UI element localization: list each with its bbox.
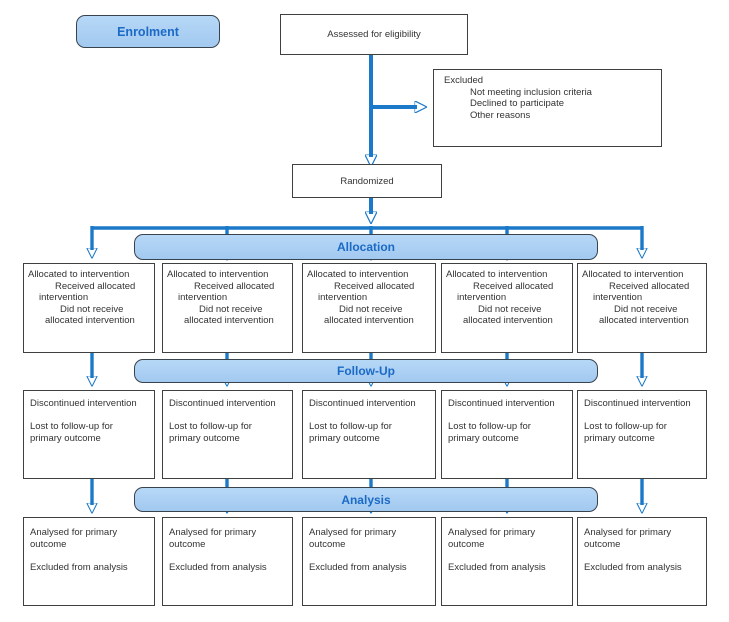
- followup-box-line: primary outcome: [584, 432, 655, 444]
- allocation-box-line: Allocated to intervention: [28, 269, 130, 280]
- analysis-stage-banner: Analysis: [134, 487, 598, 512]
- allocation-box-line: intervention: [318, 292, 368, 303]
- excluded-reason: Declined to participate: [470, 98, 564, 109]
- randomized-box: Randomized: [292, 164, 442, 198]
- followup-box-line: [24, 410, 154, 422]
- followup-box-line: Discontinued intervention: [584, 398, 691, 409]
- analysis-box-line: outcome: [584, 538, 621, 550]
- followup-box-line: [442, 410, 572, 422]
- followup-box-line: Discontinued intervention: [309, 398, 416, 409]
- analysis-box-line: [24, 550, 154, 562]
- followup-box-line: Lost to follow-up for: [584, 421, 667, 432]
- followup-box-line: primary outcome: [448, 432, 519, 444]
- analysis-box-line: Analysed for primary: [309, 527, 397, 538]
- allocation-box-line: allocated intervention: [324, 315, 414, 326]
- allocation-box-line: Received allocated: [334, 280, 415, 292]
- allocation-box-line: allocated intervention: [599, 315, 689, 326]
- followup-banner-label: Follow-Up: [337, 364, 395, 378]
- analysis-box-line: outcome: [309, 538, 346, 550]
- analysis-box-line: Excluded from analysis: [30, 561, 128, 573]
- allocation-box-line: Allocated to intervention: [582, 269, 684, 280]
- followup-box-line: [303, 410, 435, 422]
- allocation-box-line: Allocated to intervention: [167, 269, 269, 280]
- allocation-box-line: Did not receive: [60, 303, 124, 315]
- analysis-box-line: outcome: [169, 538, 206, 550]
- allocation-box-line: intervention: [593, 292, 643, 303]
- allocation-box-line: Allocated to intervention: [307, 269, 409, 280]
- allocation-box-line: allocated intervention: [45, 315, 135, 326]
- excluded-reason: Not meeting inclusion criteria: [470, 86, 592, 98]
- excluded-box: Excluded Not meeting inclusion criteria …: [433, 69, 662, 147]
- followup-box-line: Lost to follow-up for: [309, 421, 392, 432]
- analysis-box-line: [163, 550, 292, 562]
- followup-box-line: primary outcome: [169, 432, 240, 444]
- analysis-box-line: Excluded from analysis: [309, 561, 407, 573]
- allocation-box-line: intervention: [457, 292, 507, 303]
- followup-box-line: [578, 410, 706, 422]
- allocation-box-line: intervention: [178, 292, 228, 303]
- assessed-for-eligibility-box: Assessed for eligibility: [280, 14, 468, 55]
- excluded-reason: Other reasons: [470, 109, 531, 121]
- analysis-box-line: outcome: [30, 538, 67, 550]
- analysis-box-line: Analysed for primary: [584, 527, 672, 538]
- allocation-box-line: Received allocated: [194, 280, 275, 292]
- analysis-box-line: Excluded from analysis: [448, 561, 546, 573]
- analysis-box-line: Analysed for primary: [169, 527, 257, 538]
- allocation-box-line: Did not receive: [199, 303, 263, 315]
- allocation-box-line: Allocated to intervention: [446, 269, 548, 280]
- allocation-box-line: Received allocated: [473, 280, 554, 292]
- allocation-box-line: intervention: [39, 292, 89, 303]
- excluded-heading: Excluded: [444, 75, 484, 86]
- enrolment-stage-box: Enrolment: [76, 15, 220, 48]
- allocation-banner-label: Allocation: [336, 240, 395, 254]
- assessed-label: Assessed for eligibility: [327, 29, 421, 40]
- followup-box-line: primary outcome: [309, 432, 380, 444]
- analysis-box-line: Excluded from analysis: [584, 561, 682, 573]
- followup-box-line: [163, 410, 292, 422]
- allocation-box-line: Received allocated: [55, 280, 136, 292]
- analysis-box-line: Analysed for primary: [30, 527, 118, 538]
- followup-box-line: Discontinued intervention: [448, 398, 555, 409]
- followup-box-line: Discontinued intervention: [30, 398, 137, 409]
- followup-stage-banner: Follow-Up: [134, 359, 598, 383]
- allocation-stage-banner: Allocation: [134, 234, 598, 260]
- allocation-box-line: Did not receive: [339, 303, 403, 315]
- allocation-box-line: Did not receive: [478, 303, 542, 315]
- allocation-box-line: Did not receive: [614, 303, 678, 315]
- analysis-box-line: [578, 550, 706, 562]
- followup-box-line: primary outcome: [30, 432, 101, 444]
- followup-box-line: Lost to follow-up for: [169, 421, 252, 432]
- analysis-box-line: Analysed for primary: [448, 527, 536, 538]
- followup-box-line: Discontinued intervention: [169, 398, 276, 409]
- allocation-box-line: allocated intervention: [463, 315, 553, 326]
- analysis-box-line: outcome: [448, 538, 485, 550]
- randomized-label: Randomized: [340, 175, 394, 187]
- analysis-banner-label: Analysis: [341, 492, 391, 507]
- followup-box-line: Lost to follow-up for: [448, 421, 531, 432]
- analysis-box-line: [303, 550, 435, 562]
- enrolment-label: Enrolment: [117, 24, 179, 39]
- analysis-box-line: [442, 550, 572, 562]
- followup-box-line: Lost to follow-up for: [30, 421, 113, 432]
- allocation-box-line: allocated intervention: [184, 315, 274, 326]
- analysis-box-line: Excluded from analysis: [169, 561, 267, 573]
- allocation-box-line: Received allocated: [609, 280, 690, 292]
